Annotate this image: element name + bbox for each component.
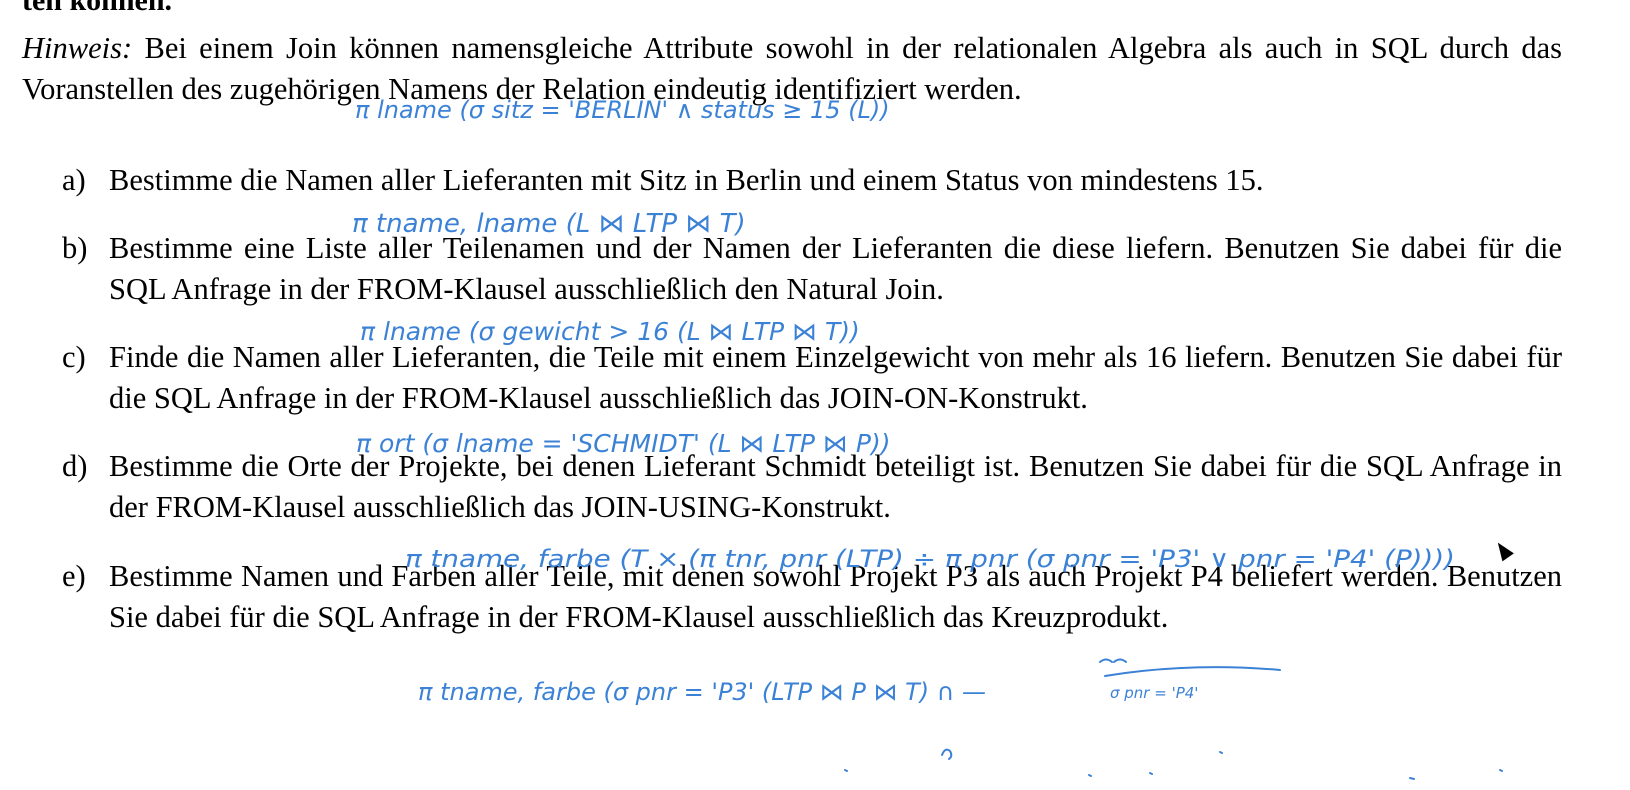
hint-paragraph: Hinweis: Bei einem Join können namensgle… [22,28,1562,110]
task-marker: c) [62,340,86,374]
task-text: Bestimme Namen und Farben aller Teile, m… [109,559,1562,634]
ink-stroke-overline [1104,666,1281,677]
task-text: Bestimme eine Liste aller Teilenamen und… [109,231,1562,306]
annotation-e2: π tname, farbe (σ pnr = 'P3' (LTP ⋈ P ⋈ … [418,678,986,706]
ink-dot [1149,772,1153,775]
task-d: d) Bestimme die Orte der Projekte, bei d… [62,446,1562,528]
task-e: e) Bestimme Namen und Farben aller Teile… [62,556,1562,638]
task-text: Bestimme die Orte der Projekte, bei dene… [109,449,1562,524]
ink-dot [1499,769,1503,772]
task-marker: a) [62,163,86,197]
cut-off-previous-line: ten können. [22,0,173,17]
task-text: Finde die Namen aller Lieferanten, die T… [109,340,1562,415]
task-c: c) Finde die Namen aller Lieferanten, di… [62,337,1562,419]
task-marker: e) [62,559,86,593]
task-marker: b) [62,231,88,265]
ink-dot [1219,751,1223,754]
hint-label: Hinweis: [22,31,133,65]
annotation-e3: σ pnr = 'P4' [1110,684,1198,702]
ink-stroke-quotes [1099,658,1127,663]
ink-dot [1088,774,1092,777]
ink-dot [1409,777,1415,780]
ink-dot [844,769,848,772]
task-a: a) Bestimme die Namen aller Lieferanten … [62,160,1562,201]
ink-stroke-small-mark [941,748,953,760]
task-text: Bestimme die Namen aller Lieferanten mit… [109,163,1264,197]
hint-text: Bei einem Join können namensgleiche Attr… [22,31,1563,106]
task-marker: d) [62,449,88,483]
task-b: b) Bestimme eine Liste aller Teilenamen … [62,228,1562,310]
